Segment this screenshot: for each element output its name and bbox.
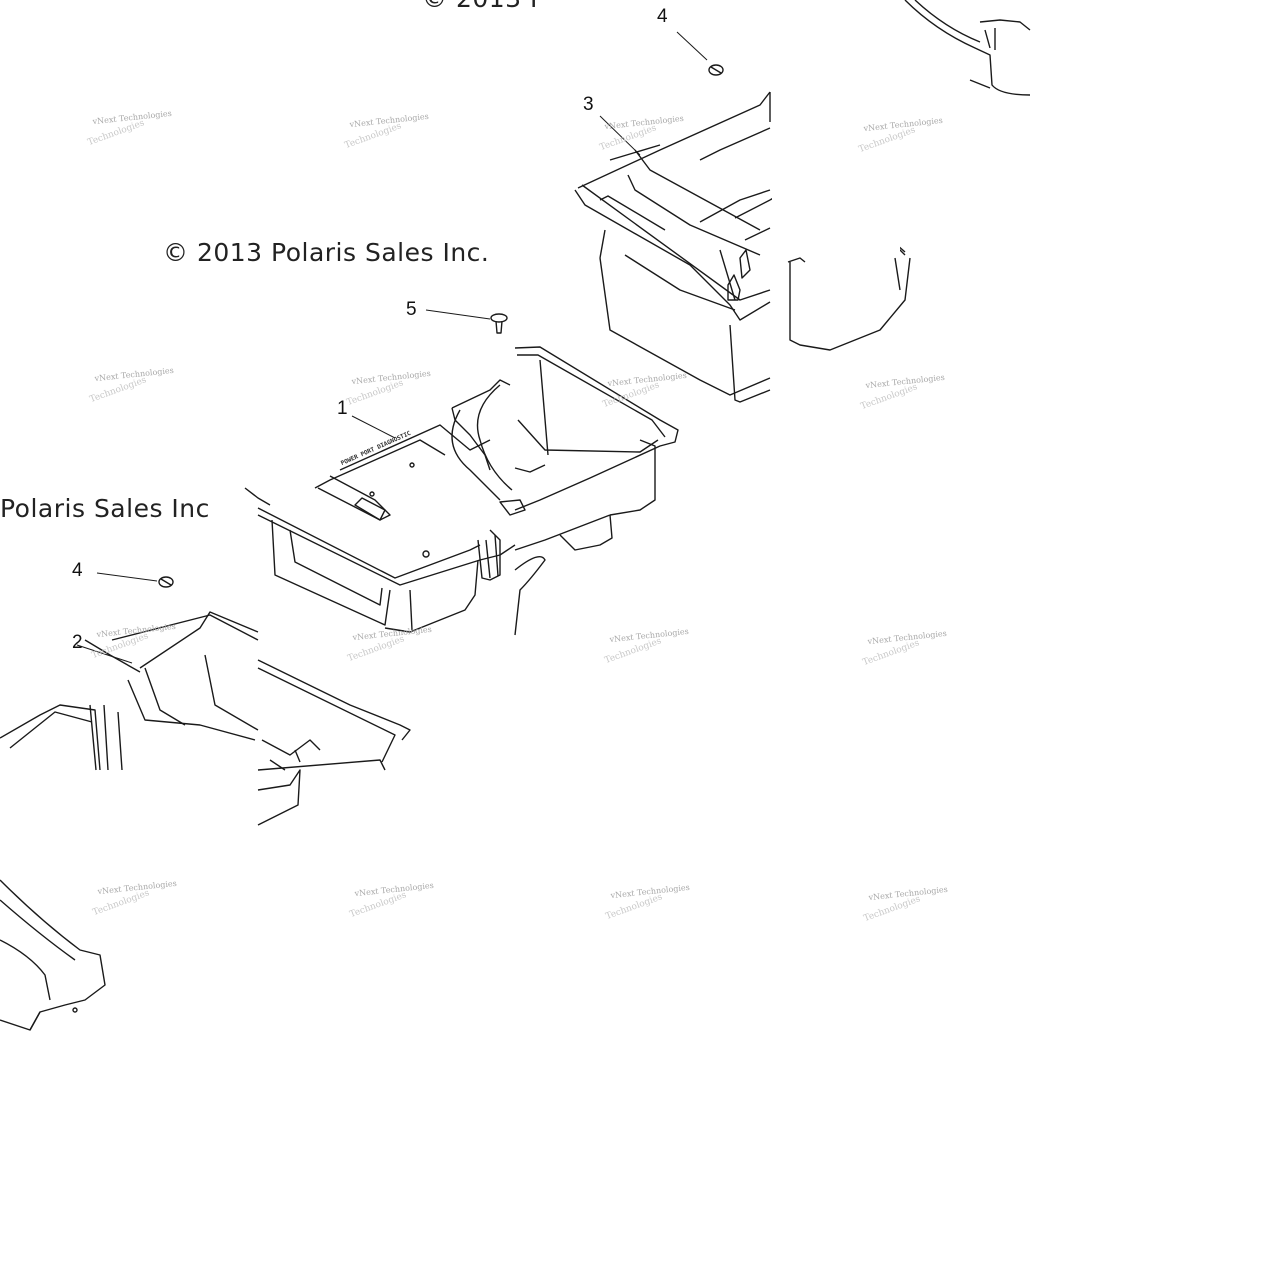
part-4-screw-top (676, 31, 724, 76)
part-2-box (0, 611, 411, 1031)
callout-3[interactable]: 3 (583, 94, 594, 115)
copyright-text-left: Polaris Sales Inc (0, 494, 210, 523)
callout-5[interactable]: 5 (406, 299, 417, 320)
part-5-rivet (425, 309, 508, 334)
callout-1-leader (351, 415, 396, 439)
callout-1[interactable]: 1 (337, 398, 348, 419)
part-3-tray (574, 91, 771, 403)
copyright-text-middle: © 2013 Polaris Sales Inc. (163, 238, 490, 267)
part-4-screw-left (96, 572, 174, 588)
callout-2[interactable]: 2 (72, 632, 83, 653)
part-1-box (244, 346, 679, 636)
callout-3-leader (599, 115, 641, 156)
box-piece-top-right (904, 0, 1031, 96)
callout-4-left[interactable]: 4 (72, 560, 83, 581)
render-tile-mask (772, 0, 900, 256)
callout-4-top[interactable]: 4 (657, 6, 668, 27)
copyright-text-top: © 2013 I (422, 0, 538, 11)
